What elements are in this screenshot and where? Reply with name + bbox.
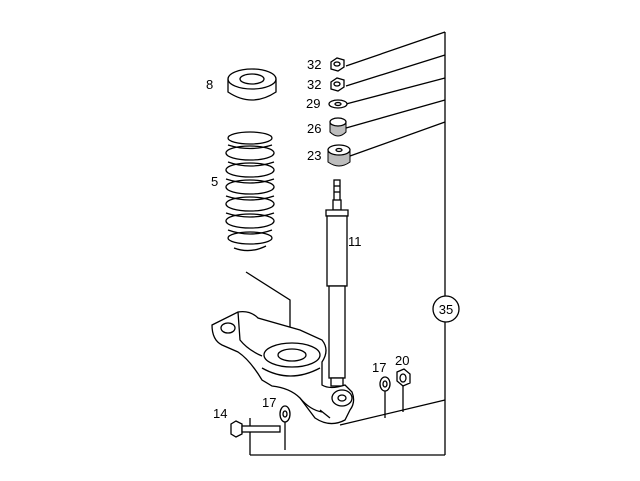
callout-32-top: 32 [307, 57, 321, 72]
bottom-hardware [230, 368, 411, 438]
callout-17-left: 17 [262, 395, 276, 410]
callout-32-second: 32 [307, 77, 321, 92]
callout-29: 29 [306, 96, 320, 111]
callout-14: 14 [213, 406, 227, 421]
callout-26: 26 [307, 121, 321, 136]
callout-23: 23 [307, 148, 321, 163]
shock-absorber-part [325, 179, 349, 387]
callout-labels: 8 5 32 32 29 26 23 11 17 20 14 17 [206, 57, 409, 421]
callout-5: 5 [211, 174, 218, 189]
callout-11: 11 [348, 234, 362, 249]
spring-pad-part [227, 68, 277, 101]
coil-spring-part [225, 131, 275, 252]
callout-35-circle: 35 [432, 295, 460, 323]
callout-17-right: 17 [372, 360, 386, 375]
callout-20: 20 [395, 353, 409, 368]
control-arm-part [211, 310, 355, 425]
callout-35: 35 [439, 302, 453, 317]
callout-8: 8 [206, 77, 213, 92]
top-mount-hardware [327, 57, 351, 167]
